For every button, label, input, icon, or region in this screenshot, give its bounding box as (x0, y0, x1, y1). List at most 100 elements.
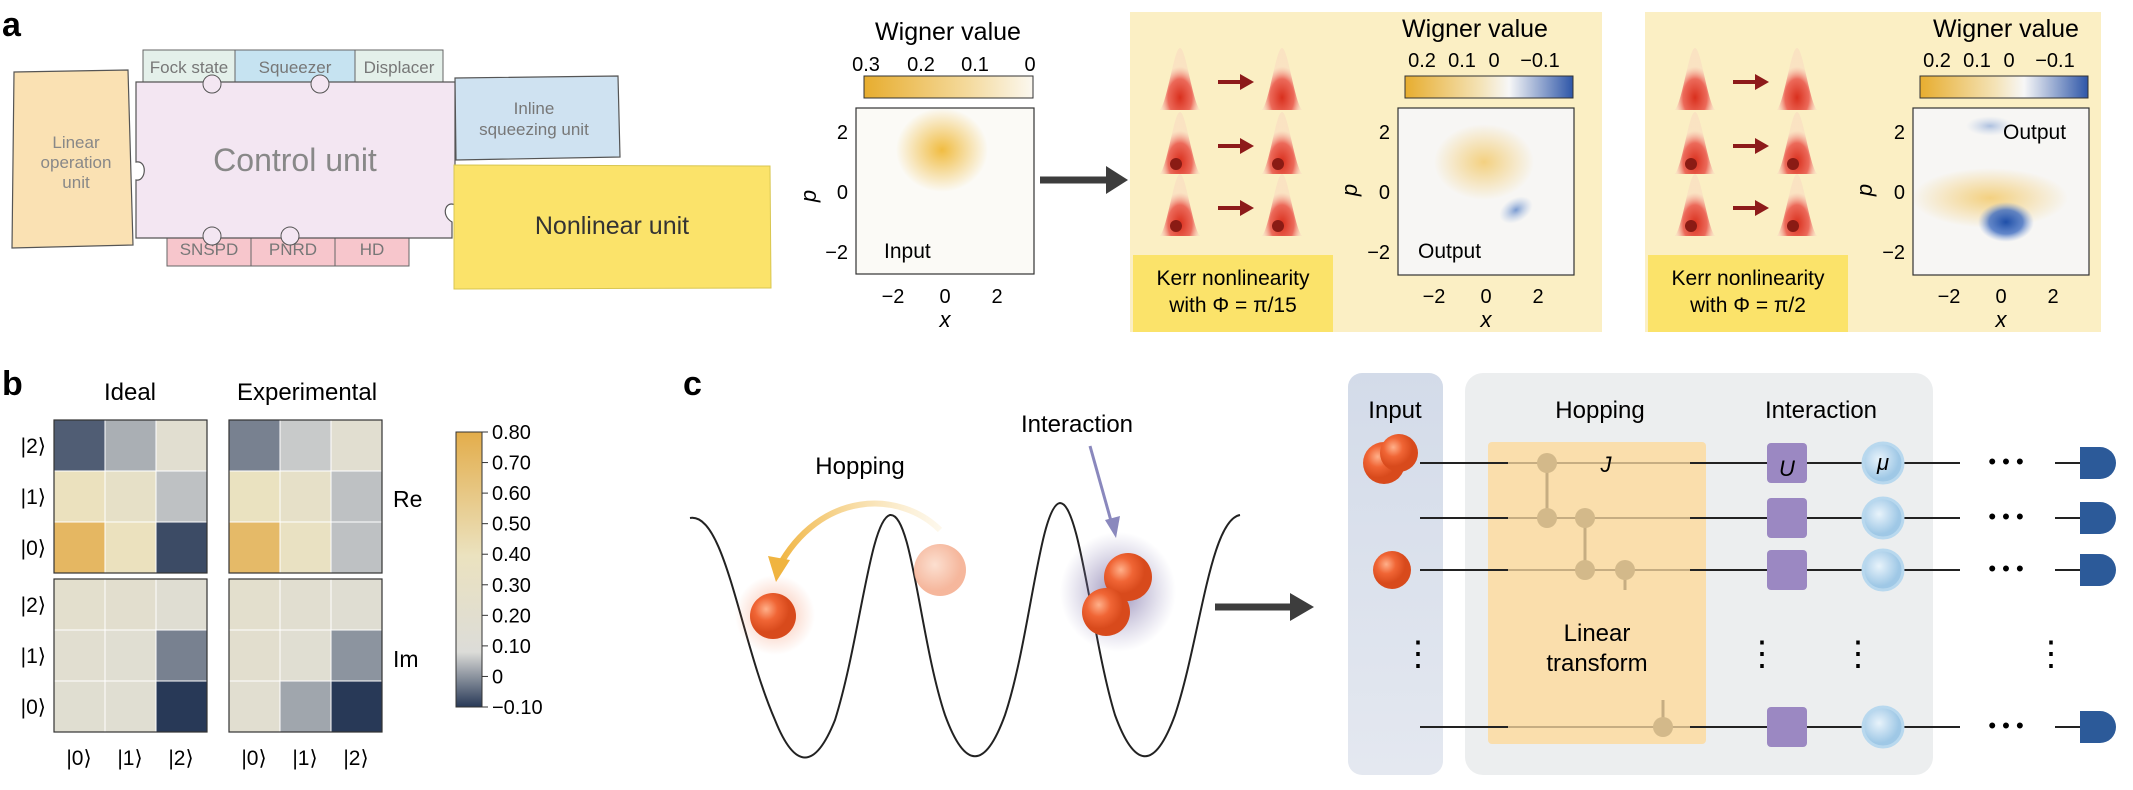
peaks1-in-peak-2-particle (1170, 158, 1182, 170)
ideal-im-grid-frame (53, 578, 208, 733)
cbar-tick-label-1: 0.70 (492, 453, 531, 475)
tab-snspd: SNSPD (180, 240, 239, 259)
peaks1-in-peak-1 (1160, 48, 1200, 110)
exp-im-grid-cell-1-2 (330, 629, 383, 682)
peaks2-out-peak-3-particle (1787, 220, 1799, 232)
exp-im-grid-cell-1-1 (279, 629, 332, 682)
out2-cbar-tick-4: −0.1 (2035, 50, 2074, 72)
peaks2-in-peak-3 (1675, 174, 1715, 236)
out1-colorbar (1404, 75, 1574, 99)
ideal-im-grid-cell-2-0 (53, 680, 106, 733)
input-ytick-1: 2 (837, 122, 848, 144)
input-colorbar (863, 75, 1034, 99)
out2-inset-label: Output (2003, 121, 2066, 144)
out1-cbar-tick-2: 0.1 (1448, 50, 1476, 72)
ideal-im-grid-cell-1-0 (53, 629, 106, 682)
hopping-label: Hopping (815, 453, 904, 480)
cbar-tick-label-3: 0.50 (492, 514, 531, 536)
ellipsis-1: • • • (1988, 504, 2023, 529)
row-label-1-0: |2⟩ (21, 594, 46, 617)
out1-caption-line-2: with Φ = π/15 (1168, 294, 1297, 317)
out1-xtick-1: −2 (1423, 286, 1446, 308)
vdots-2: ⋮ (1841, 635, 1875, 673)
out2-cbar-title: Wigner value (1933, 15, 2079, 43)
input-photons (1363, 434, 1418, 589)
ellipsis-0: • • • (1988, 449, 2023, 474)
nonlinear-unit-label: Nonlinear unit (535, 212, 689, 240)
row-label-1-1: |1⟩ (21, 645, 46, 668)
cbar-tick-label-0: 0.80 (492, 422, 531, 444)
linear-operation-piece: Linear operation unit (11, 69, 134, 249)
peaks2-in-peak-2 (1675, 112, 1715, 174)
circuit-interaction-title: Interaction (1765, 397, 1877, 424)
exp-re-grid-cell-2-1 (279, 521, 332, 574)
ideal-im-grid-cell-0-1 (104, 578, 157, 631)
linear-transform-line-1: Linear (1564, 620, 1631, 647)
exp-im-grid-cell-2-1 (279, 680, 332, 733)
cbar-tick-label-6: 0.20 (492, 605, 531, 627)
tab-fock-state: Fock state (150, 58, 228, 77)
col-label-1-1: |1⟩ (292, 747, 317, 770)
left-well-boson (750, 593, 796, 639)
mu-gate-3 (1861, 705, 1905, 749)
out1-ytick-1: 2 (1379, 122, 1390, 144)
row-label-0-2: |0⟩ (21, 537, 46, 560)
vdots-0: ⋮ (1401, 635, 1435, 673)
out1-xtick-2: 0 (1480, 286, 1491, 308)
peaks1-out-peak-1 (1262, 48, 1302, 110)
j-label: J (1600, 452, 1613, 477)
cbar-tick-label-7: 0.10 (492, 636, 531, 658)
input-cbar-tick-2: 0.2 (907, 54, 935, 76)
peaks2-out-peak-3 (1777, 174, 1817, 236)
row-label-0-0: |2⟩ (21, 435, 46, 458)
out1-cbar-title: Wigner value (1402, 15, 1548, 43)
re-label: Re (393, 486, 422, 512)
out1-inset-label: Output (1418, 240, 1481, 263)
input-xtick-3: 2 (991, 286, 1002, 308)
input-inset-label: Input (884, 240, 931, 263)
peaks2-arrow-3-head (1755, 200, 1769, 216)
exp-im-grid (228, 578, 383, 733)
exp-im-grid-cell-0-0 (228, 578, 281, 631)
peaks1-arrow-3-head (1240, 200, 1254, 216)
exp-im-grid-cell-1-0 (228, 629, 281, 682)
ideal-title: Ideal (104, 379, 156, 406)
cbar-tick-label-9: −0.10 (492, 697, 543, 719)
out2-caption-line-2: with Φ = π/2 (1689, 294, 1806, 317)
panel-a-label: a (2, 6, 22, 44)
ideal-re-grid-cell-0-0 (53, 419, 106, 472)
u-gate-label: U (1779, 456, 1795, 481)
cbar-tick-label-5: 0.30 (492, 575, 531, 597)
linear-piece-line-1: Linear (52, 133, 100, 152)
coupling-node-0-a (1537, 453, 1557, 473)
ideal-re-grid-frame (53, 419, 208, 574)
input-xtick-1: −2 (882, 286, 905, 308)
out1-peak-grid (1160, 48, 1302, 236)
out2-cbar-tick-2: 0.1 (1963, 50, 1991, 72)
out1-ytick-2: 0 (1379, 182, 1390, 204)
exp-im-grid-cell-2-0 (228, 680, 281, 733)
mu-gate-1 (1861, 496, 1905, 540)
exp-re-grid-cell-1-0 (228, 470, 281, 523)
out1-cbar-tick-1: 0.2 (1408, 50, 1436, 72)
ideal-im-grid-cell-2-2 (155, 680, 208, 733)
col-label-1-2: |2⟩ (343, 747, 368, 770)
exp-im-grid-cell-0-1 (279, 578, 332, 631)
exp-re-grid-cell-2-2 (330, 521, 383, 574)
panel-b-label: b (2, 365, 23, 403)
cbar-tick-label-2: 0.60 (492, 483, 531, 505)
out1-blue-blob (1499, 196, 1533, 224)
mu-gate-2 (1861, 548, 1905, 592)
input-ytick-2: 0 (837, 182, 848, 204)
peaks2-arrow-1-head (1755, 74, 1769, 90)
out2-ytick-2: 0 (1894, 182, 1905, 204)
detector-1 (2080, 502, 2116, 534)
ideal-re-grid-cell-1-1 (104, 470, 157, 523)
out1-ytick-3: −2 (1367, 242, 1390, 264)
ideal-im-grid (53, 578, 208, 733)
exp-re-grid-cell-0-2 (330, 419, 383, 472)
u-gate-3 (1767, 707, 1807, 747)
input-cbar-tick-3: 0.1 (961, 54, 989, 76)
ideal-re-grid-cell-0-2 (155, 419, 208, 472)
